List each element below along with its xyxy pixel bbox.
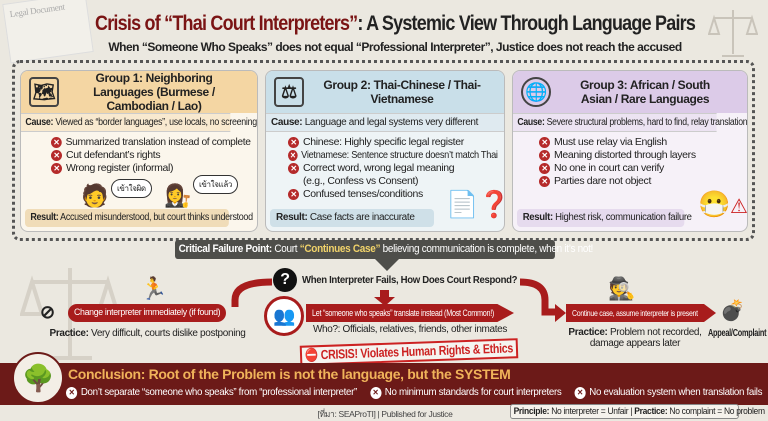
- list-item: Must use relay via English: [539, 136, 741, 149]
- who-text: Who?: Officials, relatives, friends, oth…: [312, 324, 508, 335]
- list-item: Wrong register (informal): [51, 162, 251, 175]
- source-credit: [ที่มา: SEAProTI] | Published for Justic…: [317, 409, 453, 419]
- question-icon: ?: [273, 268, 297, 292]
- issue-list: Chinese: Highly specific legal register …: [266, 132, 504, 201]
- appeal-complaint: Appeal/Complaint: [708, 328, 767, 339]
- confused-person-icon: 🧑: [81, 183, 109, 208]
- critical-failure-banner: Critical Failure Point: Court “Continues…: [175, 240, 593, 259]
- globe-question-icon: 🌐: [521, 77, 551, 107]
- group-1-card: 🗺 Group 1: Neighboring Languages (Burmese…: [20, 70, 258, 232]
- page-subtitle: When “Someone Who Speaks” does not equal…: [108, 40, 682, 54]
- continue-case-option: Continue case, assume interpreter is pre…: [566, 304, 716, 322]
- legal-document-gear-icon: ⚖: [274, 77, 304, 107]
- conclusion-item: Don’t separate “someone who speaks” from…: [66, 386, 357, 399]
- lawyer-icon: 👩‍⚖️: [164, 183, 192, 208]
- cause-row: Cause: Language and legal systems very d…: [266, 113, 504, 132]
- list-item: Cut defendant’s rights: [51, 149, 251, 162]
- list-item: Chinese: Highly specific legal register: [288, 136, 498, 149]
- substitute-speaker-option: Let “someone who speaks” translate inste…: [306, 304, 514, 322]
- result-row: Result: Highest risk, communication fail…: [517, 209, 692, 227]
- cause-row: Cause: Severe structural problems, hard …: [513, 113, 747, 132]
- chain-frame: [12, 60, 755, 241]
- bomb-icon: 💣: [720, 300, 745, 322]
- documents-question-icon: 📄❓: [446, 189, 505, 219]
- result-row: Result: Case facts are inaccurate: [270, 209, 434, 227]
- flow-question: When Interpreter Fails, How Does Court R…: [302, 274, 518, 286]
- judge-icon: 🕵: [608, 276, 636, 301]
- down-arrow-icon: [375, 259, 399, 271]
- group-title: Group 3: African / South Asian / Rare La…: [580, 78, 710, 106]
- list-item: Confused tenses/conditions: [288, 188, 438, 201]
- conclusion-items: Don’t separate “someone who speaks” from…: [66, 386, 763, 399]
- group-title: Group 2: Thai-Chinese / Thai-Vietnamese: [323, 78, 481, 106]
- gagged-person-warning-icon: 😷⚠: [698, 189, 748, 219]
- speech-bubble: เข้าใจผิด: [111, 179, 152, 198]
- speech-bubble: เข้าใจแล้ว: [193, 175, 239, 194]
- running-person-icon: 🏃: [140, 276, 168, 301]
- principle-box: Principle: No interpreter = Unfair | Pra…: [510, 404, 765, 419]
- page-title: Crisis of “Thai Court Interpreters”: A S…: [95, 12, 696, 35]
- result-row: Result: Accused misunderstood, but court…: [25, 209, 253, 227]
- tree-roots-icon: 🌳: [12, 352, 64, 404]
- group-3-card: 🌐 Group 3: African / South Asian / Rare L…: [512, 70, 748, 232]
- list-item: Parties dare not object: [539, 175, 741, 188]
- left-practice: Practice: Very difficult, courts dislike…: [49, 328, 246, 339]
- conclusion-title: Conclusion: Root of the Problem is not t…: [68, 366, 511, 382]
- issue-list: Summarized translation instead of comple…: [21, 132, 257, 175]
- prohibited-icon: ⊘: [40, 302, 55, 322]
- scales-of-justice-icon: [708, 10, 758, 57]
- right-practice: Practice: Problem not recorded, damage a…: [568, 327, 702, 349]
- conclusion-item: No evaluation system when translation fa…: [574, 386, 762, 399]
- list-item: Meaning distorted through layers: [539, 149, 741, 162]
- conclusion-item: No minimum standards for court interpret…: [370, 386, 562, 399]
- list-item: Summarized translation instead of comple…: [51, 136, 251, 149]
- change-interpreter-option: Change interpreter immediately (if found…: [68, 304, 226, 322]
- group-2-card: ⚖ Group 2: Thai-Chinese / Thai-Vietnamese…: [265, 70, 505, 232]
- list-item: No one in court can verify: [539, 162, 741, 175]
- list-item: Correct word, wrong legal meaning (e.g.,…: [288, 162, 458, 188]
- group-title: Group 1: Neighboring Languages (Burmese …: [93, 71, 215, 113]
- meeting-icon: 👥: [264, 296, 304, 336]
- list-item: Vietnamese: Sentence structure doesn’t m…: [288, 149, 498, 162]
- map-icon: 🗺: [29, 77, 59, 107]
- issue-list: Must use relay via English Meaning disto…: [513, 132, 747, 188]
- cause-row: Cause: Viewed as “border languages”, use…: [21, 113, 257, 132]
